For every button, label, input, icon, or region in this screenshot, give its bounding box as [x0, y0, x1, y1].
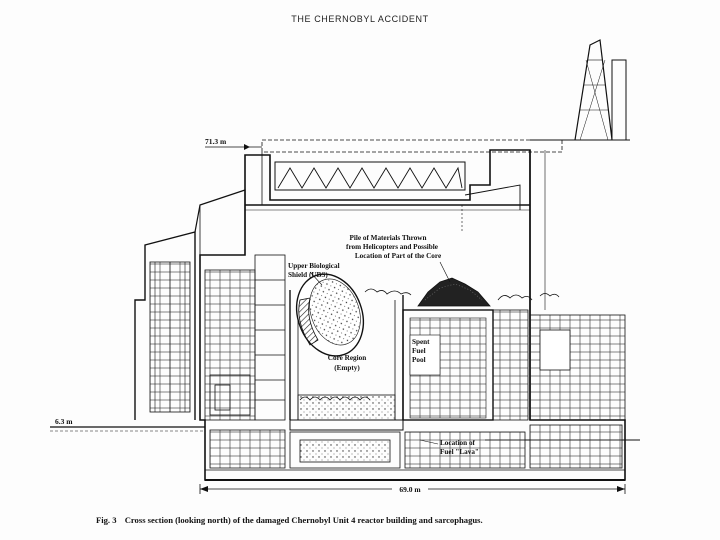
left-annex	[134, 189, 246, 420]
page-header: THE CHERNOBYL ACCIDENT	[291, 14, 429, 24]
dimension-label-69m: 69.0 m	[399, 485, 421, 494]
dimension-height-top: 71.3 m	[205, 137, 262, 150]
lava-label-line2: Fuel "Lava"	[440, 448, 479, 456]
figure-caption: Fig. 3 Cross section (looking north) of …	[96, 515, 656, 525]
spent-fuel-pool-block	[402, 309, 494, 421]
figure-number: Fig. 3	[96, 515, 117, 525]
pool-label-line1: Spent	[412, 338, 430, 346]
upper-biological-shield	[295, 273, 365, 357]
leader-lines	[309, 261, 451, 445]
pile-label-line3: Location of Part of the Core	[355, 252, 441, 260]
lava-label-line1: Location of	[440, 439, 476, 447]
figure-caption-text: Cross section (looking north) of the dam…	[124, 515, 483, 525]
diagram-labels: Pile of Materials Thrown from Helicopter…	[288, 234, 479, 456]
ventilation-stack	[530, 39, 630, 141]
right-room-columns	[492, 150, 626, 421]
dimension-label-6m: 6.3 m	[55, 417, 73, 426]
dimension-label-71m: 71.3 m	[205, 137, 227, 146]
pile-label-line2: from Helicopters and Possible	[346, 243, 438, 251]
ubs-label-line2: Shield (UBS)	[288, 271, 328, 279]
dimension-width-base: 69.0 m	[199, 483, 626, 494]
basement-rooms	[209, 424, 623, 469]
pile-label-line1: Pile of Materials Thrown	[350, 234, 427, 242]
left-room-columns	[204, 254, 286, 421]
pool-label-line2: Fuel	[412, 347, 426, 355]
pool-label-line3: Pool	[412, 356, 426, 364]
ubs-label-line1: Upper Biological	[288, 262, 340, 270]
dimension-height-ground: 6.3 m	[50, 417, 90, 428]
debris-rubble	[299, 288, 560, 401]
core-label-line1: Core Region	[328, 354, 366, 362]
core-label-line2: (Empty)	[334, 364, 360, 372]
roof-truss	[245, 139, 563, 232]
helicopter-materials-pile	[417, 277, 491, 307]
